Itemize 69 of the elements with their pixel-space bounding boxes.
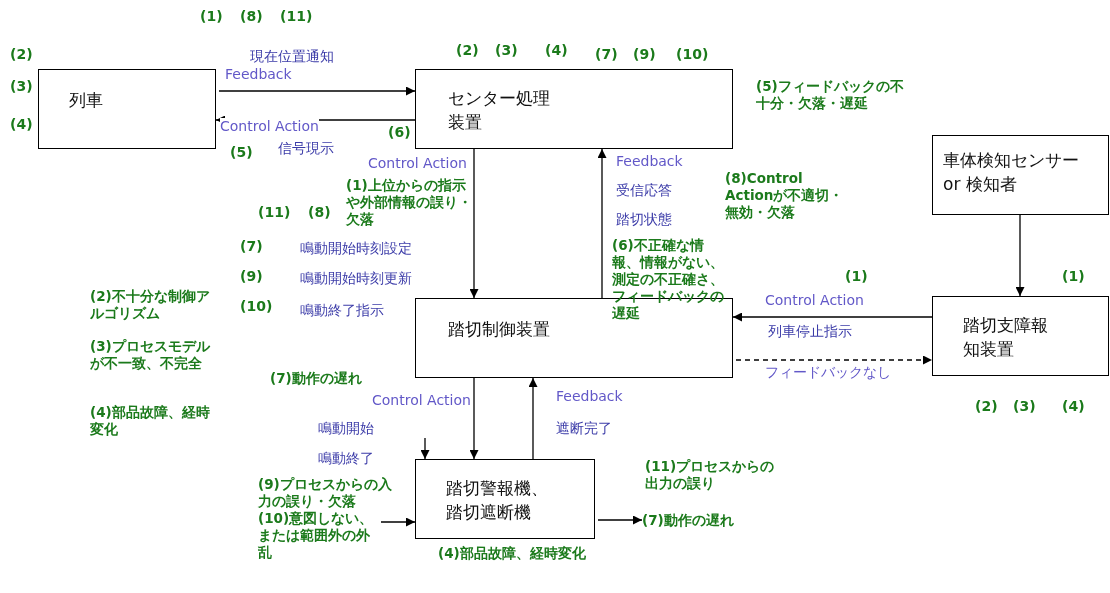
process-box	[38, 69, 216, 149]
arrow	[469, 148, 479, 299]
cause-note: (9)プロセスからの入力の誤り・欠落	[258, 476, 393, 510]
edge-label: フィードバックなし	[765, 364, 891, 382]
cause-note: (11)プロセスからの出力の誤り	[645, 458, 776, 492]
signal-label: 鳴動開始	[318, 420, 374, 438]
arrow	[1015, 214, 1025, 297]
process-box	[415, 459, 595, 539]
arrow	[528, 377, 538, 460]
arrow	[420, 437, 430, 460]
process-box	[932, 135, 1109, 215]
process-box	[932, 296, 1109, 376]
box-label: 踏切制御装置	[448, 318, 551, 341]
reference-number: (6)	[388, 124, 411, 140]
cause-note: (10)意図しない、または範囲外の外乱	[258, 510, 378, 561]
reference-number: (3)	[1013, 398, 1036, 414]
reference-number: (1)	[845, 268, 868, 284]
box-label: 踏切警報機、踏切遮断機	[446, 477, 549, 524]
reference-number: (2)	[975, 398, 998, 414]
signal-label: 踏切状態	[616, 211, 672, 229]
edge-label: Feedback	[616, 153, 683, 169]
reference-number: (2)	[10, 46, 33, 62]
reference-number: (11)	[258, 204, 291, 220]
cause-note: (4)部品故障、経時変化	[90, 404, 211, 438]
edge-label: Control Action	[765, 292, 864, 308]
process-box	[415, 69, 733, 149]
box-label: センター処理装置	[448, 87, 551, 134]
edge-label: Control Action	[220, 118, 319, 134]
signal-label: 受信応答	[616, 182, 672, 200]
signal-label: 列車停止指示	[768, 323, 852, 341]
arrow	[735, 355, 933, 365]
reference-number: (11)	[280, 8, 313, 24]
signal-label: 鳴動開始時刻設定	[300, 240, 412, 258]
signal-label: 鳴動終了指示	[300, 302, 384, 320]
arrow	[732, 312, 933, 322]
cause-note: (2)不十分な制御アルゴリズム	[90, 288, 211, 322]
box-label: 列車	[69, 89, 104, 112]
edge-label: Control Action	[368, 155, 467, 171]
reference-number: (8)	[308, 204, 331, 220]
reference-number: (10)	[240, 298, 273, 314]
signal-label: 遮断完了	[556, 420, 612, 438]
reference-number: (8)	[240, 8, 263, 24]
arrow	[380, 517, 416, 527]
arrow	[597, 515, 643, 525]
cause-note: (4)部品故障、経時変化	[438, 545, 587, 562]
cause-note: (3)プロセスモデルが不一致、不完全	[90, 338, 211, 372]
arrow	[469, 377, 479, 460]
reference-number: (9)	[240, 268, 263, 284]
cause-note: (7)動作の遅れ	[270, 370, 363, 387]
box-label: 車体検知センサー or 検知者	[943, 149, 1080, 196]
cause-note: (5)フィードバックの不十分・欠落・遅延	[756, 78, 905, 112]
signal-label: 鳴動終了	[318, 450, 374, 468]
signal-label: 信号現示	[278, 140, 334, 158]
reference-number: (4)	[1062, 398, 1085, 414]
arrow	[218, 86, 416, 96]
box-label: 踏切支障報知装置	[963, 314, 1049, 361]
signal-label: 現在位置通知	[250, 48, 334, 66]
cause-note: (7)動作の遅れ	[642, 512, 772, 529]
edge-label: Control Action	[372, 392, 471, 408]
cause-note: (1)上位からの指示や外部情報の誤り・欠落	[346, 177, 473, 228]
reference-number: (7)	[240, 238, 263, 254]
cause-note: (8)Control Actionが不適切・無効・欠落	[725, 170, 845, 221]
reference-number: (5)	[230, 144, 253, 160]
arrow	[597, 148, 607, 299]
edge-label: Feedback	[556, 388, 623, 404]
reference-number: (1)	[200, 8, 223, 24]
signal-label: 鳴動開始時刻更新	[300, 270, 412, 288]
reference-number: (1)	[1062, 268, 1085, 284]
edge-label: Feedback	[225, 66, 292, 82]
